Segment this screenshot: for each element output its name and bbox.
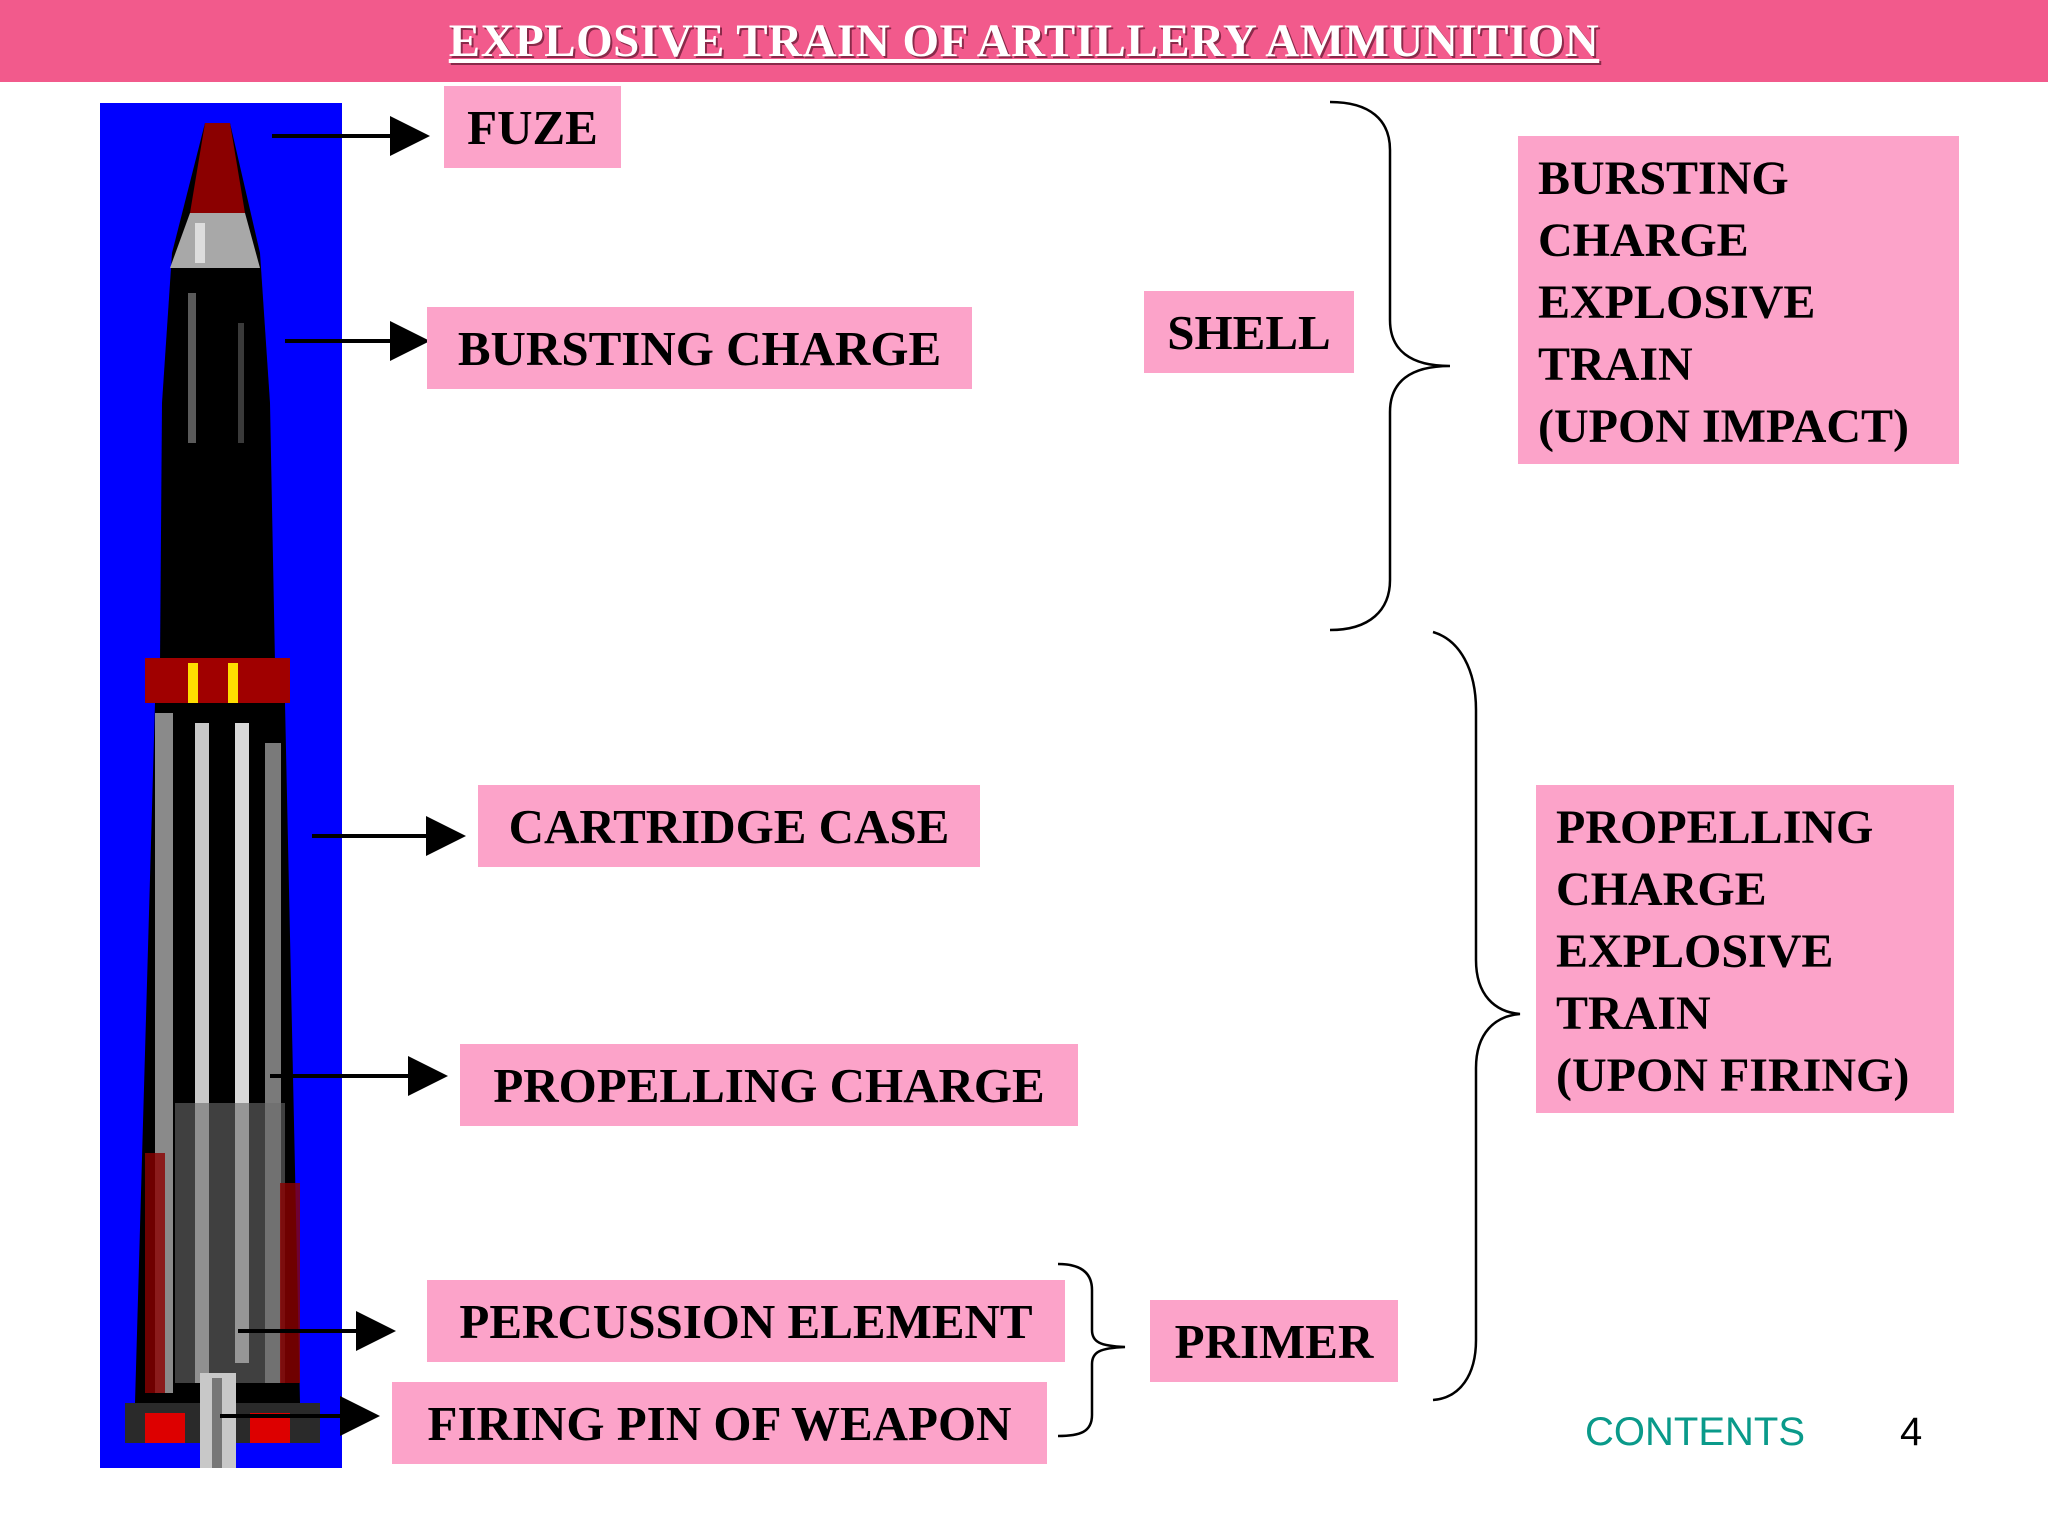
fuze-label: FUZE xyxy=(444,86,621,168)
firing-pin-label: FIRING PIN OF WEAPON xyxy=(392,1382,1047,1464)
primer-label: PRIMER xyxy=(1150,1300,1398,1382)
bursting-train-line: BURSTING xyxy=(1538,152,1789,205)
propelling-brace xyxy=(1432,630,1521,1402)
bursting-train-line: CHARGE xyxy=(1538,214,1749,267)
page-number: 4 xyxy=(1900,1410,1923,1454)
primer-brace xyxy=(1057,1262,1126,1438)
percussion-element-label: PERCUSSION ELEMENT xyxy=(427,1280,1065,1362)
bursting-train-line: TRAIN xyxy=(1538,338,1693,391)
propelling-train-line: PROPELLING xyxy=(1556,801,1874,854)
bursting-charge-label: BURSTING CHARGE xyxy=(427,307,972,389)
artillery-round-image xyxy=(100,103,342,1468)
bursting-train-box: BURSTING CHARGE EXPLOSIVE TRAIN (UPON IM… xyxy=(1518,136,1959,464)
propelling-train-line: (UPON FIRING) xyxy=(1556,1049,1910,1102)
cartridge-case-label: CARTRIDGE CASE xyxy=(478,785,980,867)
propelling-train-line: EXPLOSIVE xyxy=(1556,925,1834,978)
propelling-train-line: TRAIN xyxy=(1556,987,1711,1040)
propelling-train-box: PROPELLING CHARGE EXPLOSIVE TRAIN (UPON … xyxy=(1536,785,1954,1113)
page-title: EXPLOSIVE TRAIN OF ARTILLERY AMMUNITION xyxy=(448,15,1600,67)
shell-label: SHELL xyxy=(1144,291,1354,373)
bursting-train-line: (UPON IMPACT) xyxy=(1538,400,1910,453)
title-bar xyxy=(0,0,2048,82)
propelling-train-line: CHARGE xyxy=(1556,863,1767,916)
propelling-charge-label: PROPELLING CHARGE xyxy=(460,1044,1078,1126)
contents-link[interactable]: CONTENTS xyxy=(1585,1410,1805,1454)
bursting-train-line: EXPLOSIVE xyxy=(1538,276,1816,329)
